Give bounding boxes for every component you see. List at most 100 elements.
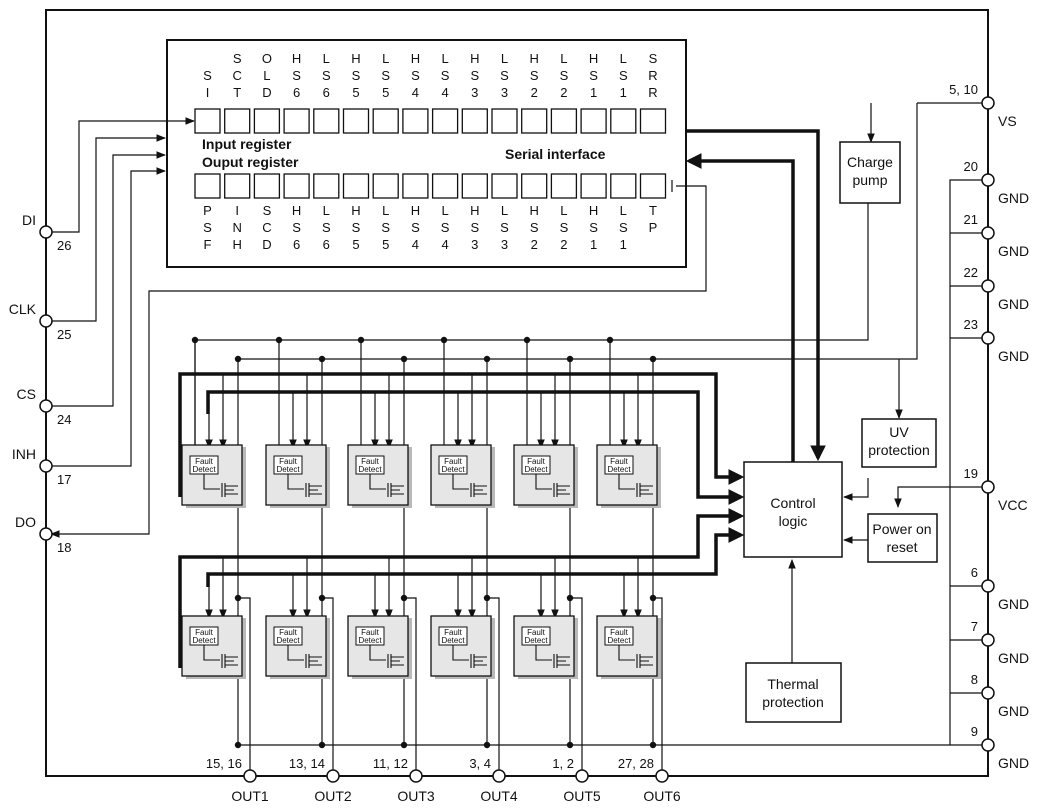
output-register-bit-letter: 5 [382,237,389,252]
pin-number-label: 17 [57,472,71,487]
pin-number-label: 19 [964,466,978,481]
output-register-bit-letter: H [351,203,360,218]
pin-number-label: 8 [971,672,978,687]
input-register-bit-letter: S [352,68,361,83]
pin-name-label: GND [998,190,1029,206]
input-register-bit-letter: H [530,51,539,66]
output-register-cell [431,173,459,199]
input-register-bit-letter: 6 [293,85,300,100]
output-register-bit-letter: S [560,220,569,235]
pin-gnd [981,579,995,593]
bus-junction-dot [357,336,365,344]
fault-detect-label: Detect [441,465,465,474]
pin-number-label: 23 [964,317,978,332]
svg-text:reset: reset [886,539,917,555]
bus-junction-dot [234,355,242,363]
output-register-cell [313,173,340,199]
pin-name-label: OUT2 [314,788,352,804]
pin-di [39,225,53,239]
input-register-bit-letter: 3 [471,85,478,100]
input-register-bit-letter: O [262,51,272,66]
input-register-bit-letter: D [262,85,271,100]
fault-detect-label: Fault [527,628,546,637]
pin-gnd [981,279,995,293]
input-register-bit-letter: S [233,51,242,66]
output-register-bit-letter: D [262,237,271,252]
input-register-bit-letter: H [292,51,301,66]
input-register-bit-letter: L [382,51,389,66]
input-register-cell [521,108,548,134]
input-register-cell [580,108,607,134]
output-register-bit-letter: S [619,220,628,235]
output-pin-line [570,597,583,770]
output-register-bit-letter: S [292,220,301,235]
pin-number-label: 24 [57,412,71,427]
pin-name-label: OUT4 [480,788,518,804]
pin-number-label: 7 [971,619,978,634]
pin-number-label: 5, 10 [949,82,978,97]
mosfet-symbol [452,474,487,497]
pin-clk [39,314,53,328]
output-register-bit-letter: S [530,220,539,235]
output-register-bit-letter: P [649,220,658,235]
left-pin-wiring [50,117,707,538]
pin-number-label: 26 [57,238,71,253]
svg-text:protection: protection [762,694,823,710]
drive-bus [178,372,745,668]
output-register-bit-letter: H [292,203,301,218]
pin-inh [39,459,53,473]
input-register-cell [372,108,399,134]
charge-pump-block: Charge pump [839,141,901,204]
pin-name-label: DO [15,514,36,530]
svg-text:UV: UV [889,424,909,440]
input-register-bit-letter: S [589,68,598,83]
pin-gnd [981,633,995,647]
pin-name-label: GND [998,296,1029,312]
output-register-bit-letter: 4 [412,237,419,252]
output-register-bit-letter: S [381,220,390,235]
input-register-bit-letter: R [648,68,657,83]
fault-detect-label: Detect [276,636,300,645]
input-register-bit-letter: T [233,85,241,100]
input-register-cell [550,108,578,134]
input-register-cell [283,108,310,134]
output-register-cell [610,173,637,199]
pin-number-label: 1, 2 [552,756,574,771]
svg-text:Charge: Charge [847,154,893,170]
mosfet-symbol [369,474,404,497]
fault-detect-label: Fault [444,457,463,466]
output-register-bit-letter: 5 [352,237,359,252]
output-register-bit-letter: S [263,203,272,218]
input-register-bit-letter: S [203,68,212,83]
input-register-bit-letter: S [441,68,450,83]
output-register-cell [550,173,578,199]
output-register-bit-letter: S [411,220,420,235]
pin-gnd [981,738,995,752]
output-register-bit-letter: 3 [471,237,478,252]
input-register-cell [491,108,518,134]
output-pin-line [322,597,334,770]
pin-number-label: 9 [971,724,978,739]
output-register-bit-letter: I [235,203,239,218]
pin-out4 [492,769,506,783]
input-register-bit-letter: S [411,68,420,83]
svg-text:protection: protection [868,442,929,458]
output-register-bit-letter: C [262,220,271,235]
input-register-cell [431,108,459,134]
thermal-protection-block: Thermal protection [745,662,842,723]
output-register-bit-letter: L [620,203,627,218]
pin-name-label: OUT1 [231,788,269,804]
output-register-bit-letter: 2 [560,237,567,252]
pin-name-label: OUT5 [563,788,601,804]
output-register-bit-letter: N [233,220,242,235]
pin-number-label: 11, 12 [373,756,408,771]
output-register-cell [639,173,667,199]
input-register-cell [253,108,281,134]
mosfet-symbol [287,474,322,497]
pin-name-label: OUT3 [397,788,435,804]
output-register-bit-letter: P [203,203,212,218]
mosfet-symbol [535,474,570,497]
pin-cs [39,399,53,413]
pin-name-label: INH [12,446,36,462]
